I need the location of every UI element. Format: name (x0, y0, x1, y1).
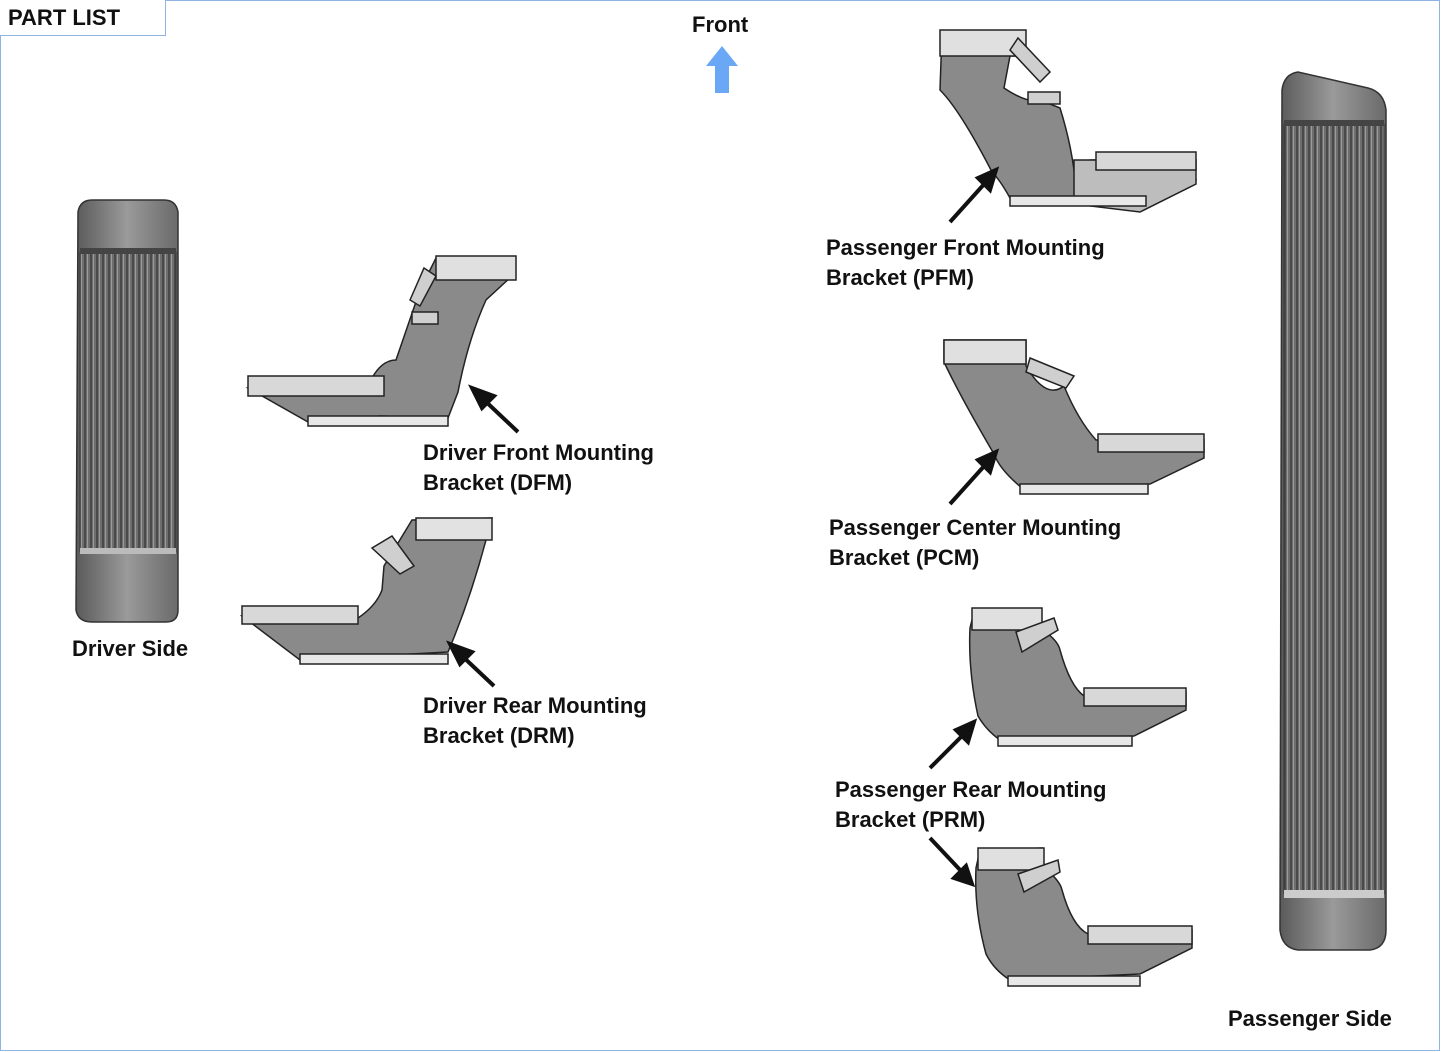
pcm-label: Passenger Center Mounting Bracket (PCM) (829, 513, 1121, 573)
pfm-label: Passenger Front Mounting Bracket (PFM) (826, 233, 1105, 293)
part-list-tab: PART LIST (0, 0, 166, 36)
passenger-center-bracket (943, 339, 1205, 495)
prm-label: Passenger Rear Mounting Bracket (PRM) (835, 775, 1106, 835)
pcm-label-line2: Bracket (PCM) (829, 545, 980, 570)
prm-leader-arrow-2 (928, 836, 976, 888)
pfm-label-line2: Bracket (PFM) (826, 265, 974, 290)
driver-rear-bracket (239, 517, 493, 665)
dfm-label-line1: Driver Front Mounting (423, 440, 654, 465)
part-list-title: PART LIST (8, 5, 121, 30)
drm-leader-arrow (445, 640, 496, 688)
driver-front-bracket (245, 255, 517, 427)
front-arrow-icon (706, 46, 738, 93)
driver-side-label: Driver Side (72, 636, 189, 661)
front-label: Front (692, 12, 749, 37)
passenger-rear-bracket-2 (974, 847, 1193, 987)
pfm-label-line1: Passenger Front Mounting (826, 235, 1105, 260)
pfm-leader-arrow (948, 166, 1000, 224)
dfm-label: Driver Front Mounting Bracket (DFM) (423, 438, 654, 498)
driver-running-board (75, 199, 179, 623)
passenger-side-label: Passenger Side (1228, 1006, 1392, 1031)
passenger-running-board (1279, 71, 1387, 951)
drm-label-line1: Driver Rear Mounting (423, 693, 647, 718)
pcm-label-line1: Passenger Center Mounting (829, 515, 1122, 540)
leader-arrows (445, 166, 1000, 888)
prm-leader-arrow-1 (928, 718, 978, 770)
dfm-leader-arrow (467, 384, 520, 434)
prm-label-line2: Bracket (PRM) (835, 807, 986, 832)
drm-label: Driver Rear Mounting Bracket (DRM) (423, 691, 647, 751)
dfm-label-line2: Bracket (DFM) (423, 470, 573, 495)
passenger-rear-bracket-1 (968, 607, 1187, 747)
drm-label-line2: Bracket (DRM) (423, 723, 575, 748)
pcm-leader-arrow (948, 448, 1000, 506)
prm-label-line1: Passenger Rear Mounting (835, 777, 1107, 802)
passenger-front-bracket (939, 29, 1197, 213)
